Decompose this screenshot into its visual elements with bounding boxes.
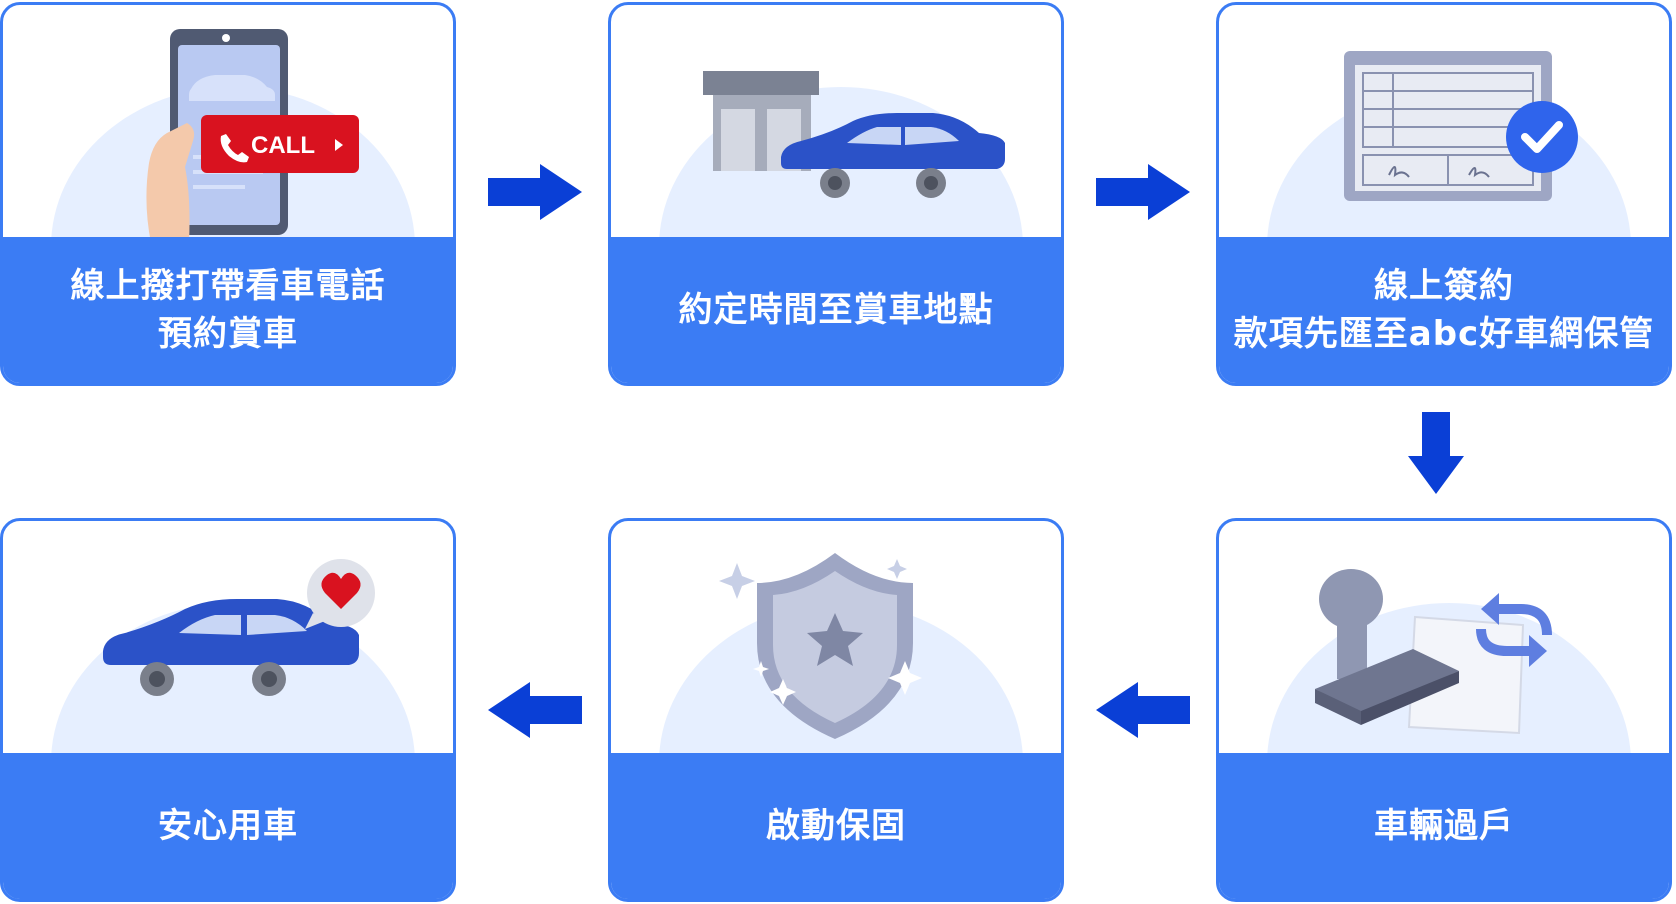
step-label-line: 約定時間至賞車地點: [678, 290, 994, 330]
step-card-warranty: 啟動保固: [608, 518, 1064, 902]
step-label: 車輛過戶: [1219, 753, 1669, 899]
car-icon: [103, 599, 359, 696]
arrow-left-icon: [1096, 682, 1190, 738]
call-button: CALL: [201, 115, 359, 173]
step-card-visit: 約定時間至賞車地點: [608, 2, 1064, 386]
step-label-line: 線上撥打帶看車電話: [70, 266, 386, 306]
step-label-line: 線上簽約: [1374, 266, 1514, 306]
step-label: 安心用車: [3, 753, 453, 899]
sign-illustration: [1267, 51, 1631, 243]
step-label-line: 款項先匯至abc好車網保管: [1233, 314, 1655, 354]
step-label-line: 啟動保固: [766, 806, 906, 846]
step-card-enjoy: 安心用車: [0, 518, 456, 902]
heart-icon: [305, 559, 375, 629]
call-illustration: CALL: [51, 29, 415, 243]
sparkle-icon: [719, 559, 922, 705]
step-card-call: CALL 線上撥打帶看車電話 預約賞車: [0, 2, 456, 386]
call-label: CALL: [251, 132, 315, 159]
step-label: 啟動保固: [611, 753, 1061, 899]
check-icon: [1506, 101, 1578, 173]
enjoy-illustration: [51, 559, 415, 759]
building-icon: [703, 71, 819, 171]
arrow-down-icon: [1408, 412, 1464, 494]
step-label: 線上撥打帶看車電話 預約賞車: [3, 237, 453, 383]
step-label: 約定時間至賞車地點: [611, 237, 1061, 383]
warranty-illustration: [659, 553, 1023, 759]
step-label-line: 安心用車: [158, 806, 298, 846]
arrow-left-icon: [488, 682, 582, 738]
arrow-right-icon: [488, 164, 582, 220]
visit-illustration: [659, 71, 1023, 243]
arrow-right-icon: [1096, 164, 1190, 220]
step-card-sign: 線上簽約 款項先匯至abc好車網保管: [1216, 2, 1672, 386]
step-label-line: 車輛過戶: [1374, 806, 1514, 846]
step-label-line: 預約賞車: [158, 314, 298, 354]
step-card-transfer: 車輛過戶: [1216, 518, 1672, 902]
stamp-icon: [1315, 569, 1459, 725]
car-icon: [781, 113, 1005, 198]
star-icon: [807, 613, 863, 666]
phone-icon: [220, 134, 249, 163]
step-label: 線上簽約 款項先匯至abc好車網保管: [1219, 237, 1669, 383]
transfer-illustration: [1267, 569, 1631, 759]
swap-icon: [1476, 593, 1552, 667]
